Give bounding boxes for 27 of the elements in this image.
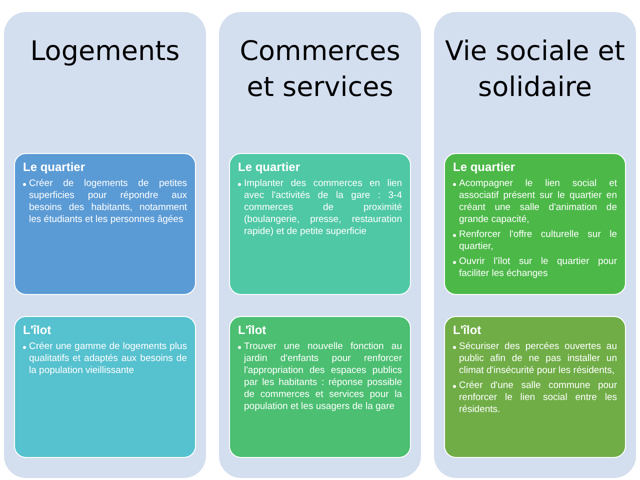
bullet-text: Ouvrir l'îlot sur le quartier pour faciliter les échanges: [459, 256, 617, 280]
content-card: [14, 153, 196, 295]
content-card: [14, 316, 196, 458]
card-heading: L'îlot: [238, 323, 268, 337]
content-card: [444, 316, 626, 458]
column-panel: [4, 12, 206, 478]
bullet-text: Trouver une nouvelle fonction au jardin d'enfants pour renforcer l'appropriation des espaces publics par les habitants : réponse possible de commerces et services pour la population et les usagers de la gare: [244, 341, 402, 413]
card-heading: Le quartier: [453, 160, 516, 174]
bullet-text: Renforcer l'offre culturelle sur le quartier,: [459, 229, 617, 253]
content-card: [229, 153, 411, 295]
column-title: Commerces et services: [238, 35, 402, 105]
card-heading: Le quartier: [23, 160, 86, 174]
card-heading: L'îlot: [453, 323, 482, 337]
bullet-text: Créer une gamme de logements plus qualitatifs et adaptés aux besoins de la population vieillissante: [29, 341, 187, 377]
bullet-text: Acompagner le lien social et associatif présent sur le quartier en créant une salle d'animation de grande capacité,: [459, 178, 617, 226]
column-panel: [434, 12, 636, 478]
content-card: [444, 153, 626, 295]
column-title: Vie sociale et solidaire: [444, 35, 626, 105]
card-heading: L'îlot: [23, 323, 52, 337]
column-panel: [219, 12, 421, 478]
card-heading: Le quartier: [238, 160, 302, 174]
bullet-text: Implanter des commerces en lien avec l'activités de la gare : 3-4 commerces de proximité (boulangerie, presse, restauration rapide) et de petite superficie: [244, 178, 402, 238]
bullet-text: Créer de logements de petites superficies pour répondre aux besoins des habitants, notamment les étudiants et les personnes âgées: [29, 178, 187, 226]
bullet-text: Créer d'une salle commune pour renforcer le lien social entre les résidents.: [459, 380, 617, 416]
column-title: Logements: [29, 35, 181, 69]
content-card: [229, 316, 411, 458]
bullet-text: Sécuriser des percées ouvertes au public afin de ne pas installer un climat d'insécurité pour les résidents,: [459, 341, 617, 377]
